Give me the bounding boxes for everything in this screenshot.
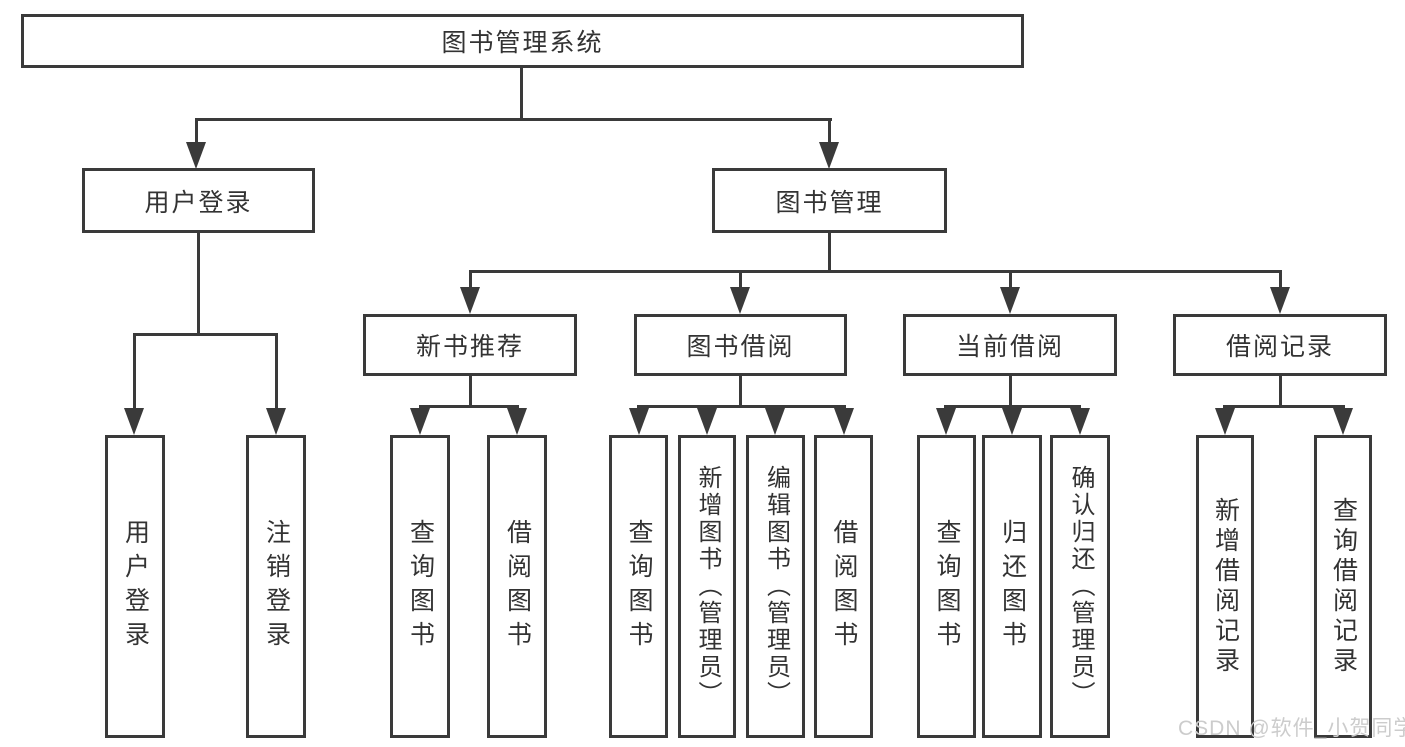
leaf-bb-edit-books-admin: 编辑图书（管理员）: [746, 435, 805, 738]
connector-book-mgmt-stem: [828, 233, 831, 273]
connector-root-to-user-login-shaft: [195, 120, 198, 150]
connector-to-borrow-records-shaft: [1279, 272, 1282, 290]
node-book-borrow-label: 图书借阅: [686, 333, 795, 361]
leaf-nb-query-books: 查询图书: [390, 435, 450, 738]
connector-to-new-book-shaft: [469, 272, 472, 290]
arrow-to-bb-edit: [765, 408, 785, 435]
connector-root-branch: [195, 118, 832, 121]
node-book-management-label: 图书管理: [775, 188, 884, 217]
leaf-cb-query-books-label: 查询图书: [933, 518, 961, 655]
node-user-login: 用户登录: [82, 168, 315, 233]
leaf-logout-label: 注销登录: [262, 518, 291, 655]
arrow-to-br-add: [1215, 408, 1235, 435]
leaf-nb-borrow-books: 借阅图书: [487, 435, 547, 738]
node-root-label: 图书管理系统: [441, 29, 604, 57]
leaf-bb-query-books-label: 查询图书: [625, 518, 653, 655]
arrow-to-bb-add: [697, 408, 717, 435]
leaf-br-query-record: 查询借阅记录: [1314, 435, 1372, 738]
leaf-cb-confirm-return-admin: 确认归还（管理员）: [1050, 435, 1110, 738]
connector-book-borrow-stem: [739, 376, 742, 408]
leaf-bb-add-books-admin-label: 新增图书（管理员）: [694, 465, 721, 708]
arrow-to-borrow-records: [1270, 287, 1290, 314]
leaf-bb-query-books: 查询图书: [609, 435, 668, 738]
node-new-book-recommend: 新书推荐: [363, 314, 577, 376]
node-new-book-recommend-label: 新书推荐: [415, 333, 524, 361]
connector-root-stem: [520, 68, 523, 120]
csdn-watermark: CSDN @软件_小贺同学: [1178, 717, 1405, 740]
arrow-to-new-book: [460, 287, 480, 314]
arrow-to-bb-query: [629, 408, 649, 435]
connector-user-login-left-shaft: [133, 335, 136, 413]
leaf-br-add-record: 新增借阅记录: [1196, 435, 1254, 738]
leaf-cb-return-books: 归还图书: [982, 435, 1042, 738]
connector-root-to-book-mgmt-shaft: [828, 120, 831, 150]
arrow-to-nb-query: [410, 408, 430, 435]
connector-current-borrow-stem: [1009, 376, 1012, 408]
arrow-to-bb-borrow: [834, 408, 854, 435]
leaf-nb-borrow-books-label: 借阅图书: [503, 518, 532, 655]
arrow-to-br-query: [1333, 408, 1353, 435]
leaf-bb-borrow-books-label: 借阅图书: [830, 518, 858, 655]
connector-user-login-right-shaft: [275, 335, 278, 413]
leaf-bb-borrow-books: 借阅图书: [814, 435, 873, 738]
connector-user-login-stem: [197, 233, 200, 335]
node-current-borrow-label: 当前借阅: [955, 333, 1064, 361]
node-borrow-records-label: 借阅记录: [1225, 333, 1334, 361]
leaf-br-add-record-label: 新增借阅记录: [1211, 496, 1240, 677]
arrow-to-user-login: [186, 142, 206, 169]
node-book-borrow: 图书借阅: [634, 314, 847, 376]
node-book-management: 图书管理: [712, 168, 947, 233]
connector-user-login-branch: [133, 333, 278, 336]
leaf-cb-query-books: 查询图书: [917, 435, 976, 738]
node-root: 图书管理系统: [21, 14, 1024, 68]
leaf-br-query-record-label: 查询借阅记录: [1329, 496, 1358, 677]
arrow-to-logout-leaf: [266, 408, 286, 435]
connector-book-mgmt-branch: [469, 270, 1282, 273]
node-borrow-records: 借阅记录: [1173, 314, 1387, 376]
arrow-to-book-mgmt: [819, 142, 839, 169]
leaf-user-login-label: 用户登录: [121, 518, 150, 655]
connector-to-book-borrow-shaft: [739, 272, 742, 290]
connector-borrow-records-stem: [1279, 376, 1282, 408]
connector-to-current-borrow-shaft: [1009, 272, 1012, 290]
connector-borrow-records-branch: [1223, 405, 1345, 408]
leaf-logout: 注销登录: [246, 435, 306, 738]
leaf-bb-edit-books-admin-label: 编辑图书（管理员）: [762, 465, 790, 708]
node-current-borrow: 当前借阅: [903, 314, 1117, 376]
leaf-bb-add-books-admin: 新增图书（管理员）: [678, 435, 736, 738]
arrow-to-current-borrow: [1000, 287, 1020, 314]
leaf-nb-query-books-label: 查询图书: [406, 518, 435, 655]
arrow-to-user-login-leaf: [124, 408, 144, 435]
leaf-cb-return-books-label: 归还图书: [998, 518, 1027, 655]
leaf-user-login: 用户登录: [105, 435, 165, 738]
arrow-to-book-borrow: [730, 287, 750, 314]
leaf-cb-confirm-return-admin-label: 确认归还（管理员）: [1067, 465, 1094, 708]
connector-new-book-stem: [469, 376, 472, 408]
arrow-to-cb-return: [1002, 408, 1022, 435]
node-user-login-label: 用户登录: [144, 188, 253, 217]
arrow-to-cb-confirm: [1070, 408, 1090, 435]
arrow-to-cb-query: [936, 408, 956, 435]
arrow-to-nb-borrow: [507, 408, 527, 435]
connector-current-borrow-branch: [944, 405, 1081, 408]
connector-book-borrow-branch: [637, 405, 846, 408]
connector-new-book-branch: [419, 405, 519, 408]
